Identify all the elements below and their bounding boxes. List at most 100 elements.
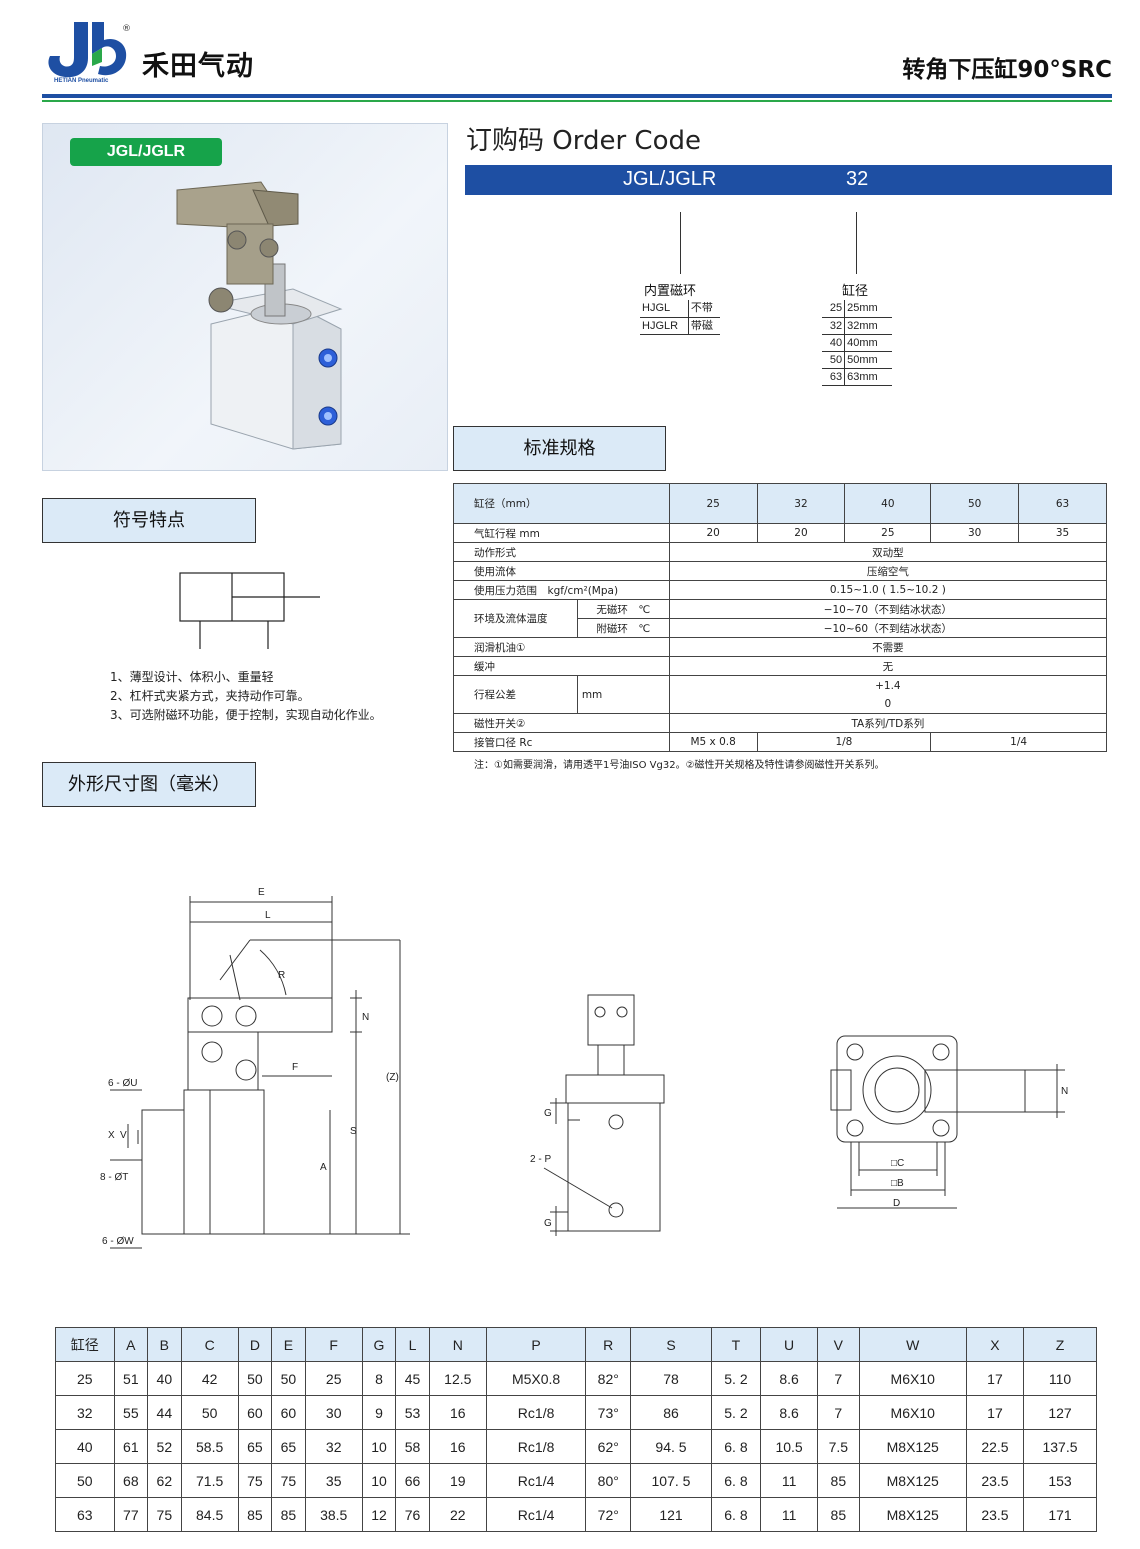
dimension-cell: 75 xyxy=(271,1463,306,1498)
dimension-cell: 42 xyxy=(180,1361,239,1396)
spec-tolerance-lower: 0 xyxy=(884,697,892,710)
dim-label-t: 8 - ØT xyxy=(100,1172,128,1183)
dimension-cell: 153 xyxy=(1023,1463,1097,1498)
spec-section-header: 标准规格 xyxy=(453,426,666,471)
dimension-header-cell: X xyxy=(965,1327,1025,1362)
dimension-header-cell: R xyxy=(585,1327,632,1362)
dimension-header-cell: B xyxy=(147,1327,182,1362)
dimension-cell: M8X125 xyxy=(858,1497,967,1532)
page-title: 转角下压缸90°SRC xyxy=(902,57,1112,83)
dim-label-x: X xyxy=(108,1130,115,1141)
dimension-cell: 10.5 xyxy=(760,1429,819,1464)
dimension-cell: 77 xyxy=(113,1497,149,1532)
magnet-code: HJGL xyxy=(640,300,689,318)
order-code-title: 订购码 Order Code xyxy=(466,126,701,156)
order-code-size: 32 xyxy=(846,168,869,190)
dimension-cell: 61 xyxy=(113,1429,149,1464)
dimension-cell: 94. 5 xyxy=(630,1429,712,1464)
dimension-cell: 63 xyxy=(55,1497,115,1532)
dim-label-u: 6 - ØU xyxy=(108,1078,137,1089)
spec-port-value: 1/8 xyxy=(756,732,932,752)
spec-switch-value: TA系列/TD系列 xyxy=(668,713,1108,733)
dimension-cell: 65 xyxy=(237,1429,273,1464)
spec-cushion-value: 无 xyxy=(668,656,1108,676)
dim-label-c: □C xyxy=(891,1158,904,1169)
dimension-cell: 10 xyxy=(361,1463,397,1498)
spec-stroke-value: 30 xyxy=(930,523,1020,543)
dimension-cell: 6. 8 xyxy=(710,1429,762,1464)
dimension-cell: 25 xyxy=(304,1361,363,1396)
dimension-cell: 62 xyxy=(147,1463,182,1498)
dimension-cell: 73° xyxy=(585,1395,632,1430)
bore-desc: 50mm xyxy=(844,351,892,369)
spec-header-row: 缸径（mm） 25 32 40 50 63 xyxy=(453,483,1107,524)
bore-desc: 25mm xyxy=(844,300,892,318)
spec-port-value: M5 x 0.8 xyxy=(668,732,758,752)
features-list: 1、薄型设计、体积小、重量轻 2、杠杆式夹紧方式，夹持动作可靠。 3、可选附磁环… xyxy=(110,668,382,725)
dimension-cell: 23.5 xyxy=(965,1463,1025,1498)
spec-row-switch: 磁性开关② TA系列/TD系列 xyxy=(453,713,1108,733)
dimension-cell: 82° xyxy=(585,1361,632,1396)
dimension-cell: 17 xyxy=(965,1395,1025,1430)
dimension-header-cell: W xyxy=(858,1327,967,1362)
dim-label-n: N xyxy=(362,1012,369,1023)
spec-stroke-value: 25 xyxy=(844,523,932,543)
dim-label-g-top: G xyxy=(544,1108,552,1119)
order-code-leader-bore xyxy=(856,212,857,274)
dimension-cell: 23.5 xyxy=(965,1497,1025,1532)
dimension-cell: 30 xyxy=(304,1395,363,1430)
dimension-cell: 121 xyxy=(630,1497,712,1532)
front-view-drawing: G 2 - P G xyxy=(530,994,665,1236)
spec-bore-value: 40 xyxy=(844,483,932,524)
dimension-header-cell: G xyxy=(361,1327,397,1362)
bore-desc: 63mm xyxy=(844,368,892,386)
dim-label-s: S xyxy=(350,1126,357,1137)
dimension-cell: 10 xyxy=(361,1429,397,1464)
spec-tolerance-value: +1.4 0 xyxy=(668,675,1108,714)
dimension-header-cell: S xyxy=(630,1327,712,1362)
dimension-cell: 62° xyxy=(585,1429,632,1464)
spec-switch-label: 磁性开关② xyxy=(453,713,670,733)
dimension-cell: 9 xyxy=(361,1395,397,1430)
dimension-cell: 38.5 xyxy=(304,1497,363,1532)
spec-tolerance-label: 行程公差 xyxy=(453,675,578,714)
dimension-cell: 40 xyxy=(55,1429,115,1464)
dimension-cell: 25 xyxy=(55,1361,115,1396)
spec-row-pressure: 使用压力范围 kgf/cm²(Mpa) 0.15~1.0 ( 1.5~10.2 … xyxy=(453,580,1108,600)
dimension-cell: M6X10 xyxy=(858,1395,967,1430)
dim-label-z: (Z) xyxy=(386,1072,399,1083)
dimension-cell: 8.6 xyxy=(760,1361,819,1396)
dimension-cell: 45 xyxy=(395,1361,430,1396)
spec-row-stroke: 气缸行程 mm 20 20 25 30 35 xyxy=(453,523,1107,543)
bore-code: 32 xyxy=(822,317,846,335)
hetian-logo xyxy=(48,22,127,78)
feature-item: 3、可选附磁环功能，便于控制，实现自动化作业。 xyxy=(110,708,382,722)
outline-section-header: 外形尺寸图（毫米） xyxy=(42,762,256,807)
dimension-header-cell: N xyxy=(428,1327,487,1362)
dimension-cell: 16 xyxy=(428,1395,487,1430)
symbol-section-header: 符号特点 xyxy=(42,498,256,543)
spec-row-tolerance: 行程公差 mm +1.4 0 xyxy=(453,675,1108,714)
magnet-code: HJGLR xyxy=(640,317,689,335)
side-view-drawing: E L R N F (Z) S A 6 - ØU X V 8 - ØT 6 - … xyxy=(100,887,410,1249)
dimension-cell: 78 xyxy=(630,1361,712,1396)
dimension-cell: 85 xyxy=(237,1497,273,1532)
dim-label-g-bottom: G xyxy=(544,1218,552,1229)
dimension-cell: 17 xyxy=(965,1361,1025,1396)
dimension-header-cell: Z xyxy=(1023,1327,1097,1362)
bore-code: 50 xyxy=(822,351,846,369)
spec-fluid-value: 压缩空气 xyxy=(668,561,1108,581)
header-divider-green xyxy=(42,100,1112,102)
dimension-cell: 75 xyxy=(237,1463,273,1498)
dimension-cell: 53 xyxy=(395,1395,430,1430)
dimension-cell: Rc1/8 xyxy=(485,1429,587,1464)
dimension-cell: 66 xyxy=(395,1463,430,1498)
